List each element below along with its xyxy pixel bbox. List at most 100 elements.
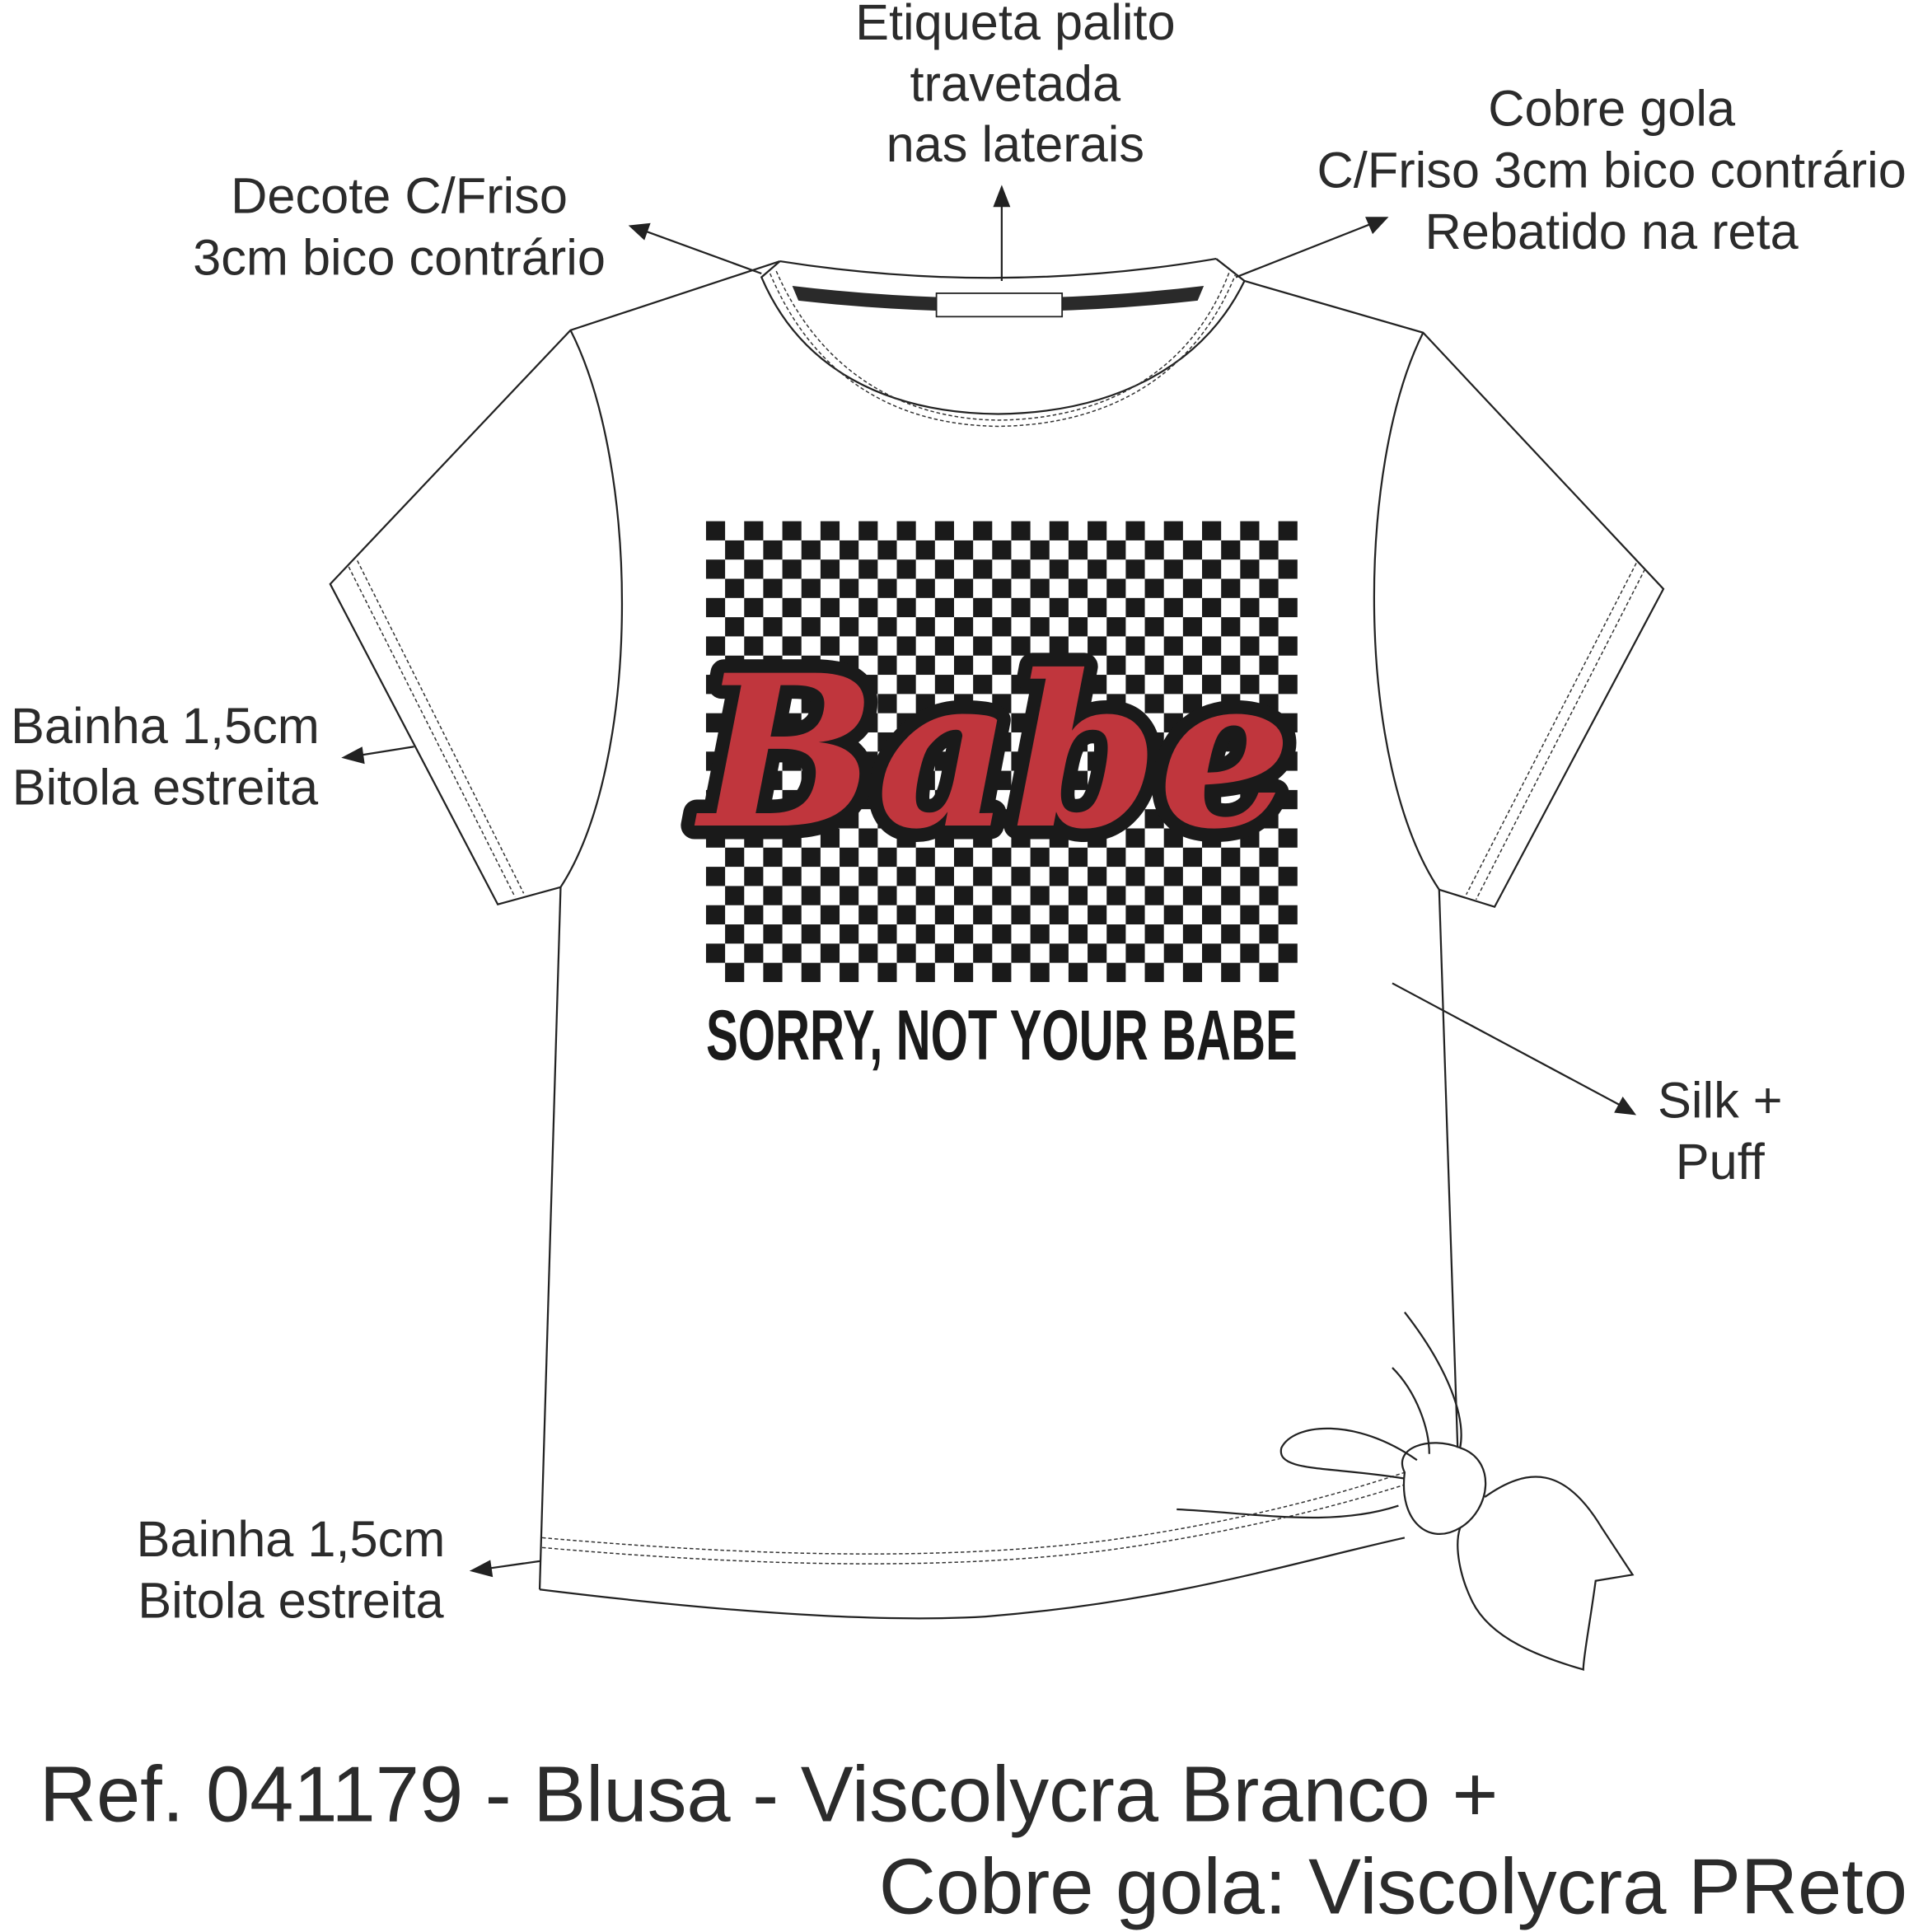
checker-square [801, 847, 821, 868]
checker-square [1182, 809, 1203, 829]
neck-front [760, 258, 1246, 415]
checker-square [1049, 521, 1069, 540]
checker-square [1259, 694, 1279, 713]
checker-square [896, 943, 916, 963]
side-knot [1177, 1312, 1635, 1671]
checker-square [1068, 655, 1088, 676]
checker-square [782, 751, 802, 771]
checker-square [896, 636, 916, 656]
label-text: nas laterais [886, 115, 1144, 172]
checker-square [763, 886, 783, 905]
print-title: Babe [695, 629, 1292, 875]
checker-square [1106, 732, 1126, 752]
checker-square [934, 828, 954, 848]
checker-square [1221, 694, 1241, 713]
checker-square [934, 943, 954, 963]
checker-square [1240, 867, 1260, 886]
checker-square [896, 867, 916, 886]
checker-square [915, 962, 935, 982]
checker-square [1182, 617, 1203, 637]
checker-square [820, 751, 840, 771]
checker-square [1068, 770, 1088, 790]
right-sleeve [1244, 279, 1665, 909]
checker-square [1221, 847, 1241, 868]
label-text: Puff [1676, 1133, 1766, 1190]
checker-square [1278, 713, 1298, 732]
checker-square [1030, 962, 1050, 982]
checker-square [1202, 828, 1222, 848]
right-sleeve-stitch [1466, 563, 1646, 901]
checker-square [1088, 597, 1107, 618]
checker-square [1011, 943, 1031, 963]
checker-square [1011, 867, 1031, 886]
checker-square [934, 789, 954, 810]
checker-square [973, 597, 993, 618]
checker-square [953, 578, 974, 598]
checker-square [973, 636, 993, 656]
checker-square [744, 828, 764, 848]
checker-square [1011, 559, 1031, 579]
checker-square [973, 559, 993, 579]
checker-square [858, 751, 878, 771]
checker-square [725, 732, 745, 752]
checker-square [1011, 789, 1031, 810]
checker-square [1202, 751, 1222, 771]
checker-square [820, 636, 840, 656]
checker-square [1030, 886, 1050, 905]
checker-square [1144, 732, 1164, 752]
checker-square [1049, 713, 1069, 732]
checker-square [782, 636, 802, 656]
checker-square [877, 847, 897, 868]
checker-square [1259, 809, 1279, 829]
checker-square [1144, 847, 1164, 868]
checker-square [934, 675, 954, 695]
checker-square [858, 828, 878, 848]
checker-square [1221, 655, 1241, 676]
checker-square [1088, 675, 1107, 695]
checker-square [840, 770, 859, 790]
checker-square [1068, 809, 1088, 829]
checker-square [725, 847, 745, 868]
checker-square [763, 578, 783, 598]
checker-square [1106, 847, 1126, 868]
checker-square [1202, 597, 1222, 618]
checker-square [1106, 809, 1126, 829]
checker-square [1088, 943, 1107, 963]
checker-square [725, 540, 745, 560]
checker-square [1106, 770, 1126, 790]
checker-square [973, 713, 993, 732]
checker-square [1011, 521, 1031, 540]
checker-square [1182, 655, 1203, 676]
checker-square [1163, 867, 1183, 886]
checker-square [1278, 751, 1298, 771]
checker-square [763, 847, 783, 868]
label-text: Bitola estreita [138, 1572, 444, 1629]
checker-square [1278, 597, 1298, 618]
checker-square [896, 713, 916, 732]
checker-square [744, 905, 764, 925]
checker-square [953, 770, 974, 790]
checker-square [725, 809, 745, 829]
checker-square [1049, 905, 1069, 925]
label-bainha-manga: Bainha 1,5cm Bitola estreita [11, 697, 414, 816]
checker-square [992, 732, 1012, 752]
checker-square [782, 675, 802, 695]
checker-square [1106, 540, 1126, 560]
checker-square [973, 751, 993, 771]
checker-square [915, 578, 935, 598]
checker-square [896, 521, 916, 540]
checker-square [1030, 578, 1050, 598]
checker-square [1011, 675, 1031, 695]
checker-square [1182, 886, 1203, 905]
arrow [488, 1560, 540, 1569]
checker-square [934, 597, 954, 618]
checker-square [1068, 924, 1088, 944]
checker-square [1221, 540, 1241, 560]
checker-square [801, 962, 821, 982]
checker-square [820, 521, 840, 540]
checker-square [1088, 789, 1107, 810]
arrow-head-icon [469, 1560, 494, 1578]
checker-square [1144, 809, 1164, 829]
checker-square [1068, 540, 1088, 560]
